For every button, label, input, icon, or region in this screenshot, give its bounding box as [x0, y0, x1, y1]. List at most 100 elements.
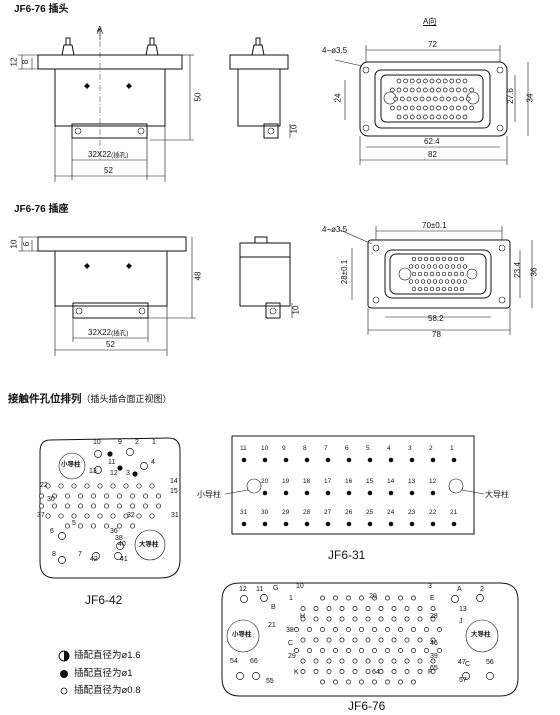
jf6-31-contact [325, 521, 331, 527]
jf6-42-pins [38, 448, 162, 564]
jf6-76-small-contact [326, 637, 332, 643]
jf6-42-large-contact [58, 532, 66, 540]
plug-face-pin [436, 114, 441, 120]
jf6-31-contact [241, 457, 247, 463]
jf6-31-contact [241, 521, 247, 527]
jf6-76-small-contact [411, 595, 416, 601]
plug-face-pin [390, 87, 395, 93]
jf6-31-pin-number: 10 [261, 445, 269, 452]
jf6-76-small-contact [313, 606, 319, 611]
jf6-76-small-contact [300, 616, 306, 622]
jf6-42-small-contact [142, 493, 149, 499]
jf6-76-pin-label: C [465, 661, 471, 668]
plug-face-pin [396, 114, 402, 120]
jf6-76-small-contact [300, 606, 306, 611]
jf6-31-pin-number: 12 [429, 478, 437, 485]
jf6-76-small-contact [398, 648, 403, 653]
socket-face-pin [426, 264, 432, 269]
jf6-42-large-contact [114, 552, 122, 560]
socket-face-pin [456, 279, 462, 284]
jf6-76-small-contact [411, 627, 416, 632]
jf6-76-small-contact [359, 679, 364, 685]
socket-face-pin [423, 286, 429, 292]
jf6-76-small-contact [391, 616, 397, 622]
jf6-76-small-contact [365, 658, 371, 664]
jf6-76-small-contact [313, 616, 319, 622]
plug-face-pin [416, 87, 422, 93]
jf6-31-contact [262, 490, 268, 496]
plug-face-pin [390, 105, 395, 111]
jf6-76-small-contact [339, 637, 345, 643]
socket-face-pin [453, 256, 459, 262]
jf6-76-large-contact [260, 594, 268, 602]
jf6-42-small-contact [129, 503, 136, 509]
plug-face-pin [465, 96, 471, 102]
plug-dim-32x22: 32X22(插孔) [88, 150, 129, 159]
jf6-31-pin-number: 5 [366, 445, 370, 452]
jf6-42-small-contact [129, 523, 136, 529]
jf6-31-pin-number: 9 [282, 445, 286, 452]
jf6-76-small-contact [417, 606, 423, 611]
jf6-76-pin-label: 57 [459, 677, 467, 684]
plug-dim-52: 52 [104, 166, 113, 175]
jf6-76-pin-label: 11 [256, 586, 264, 593]
jf6-31-contact [283, 490, 289, 496]
jf6-76-small-contact [430, 669, 436, 674]
jf6-42-small-contact [103, 493, 110, 499]
socket-dim-36: 36 [529, 267, 539, 277]
jf6-76-small-contact [365, 669, 371, 674]
socket-face-pin [438, 279, 444, 284]
jf6-76-pins [236, 594, 494, 685]
jf6-76-pin-label: 21 [268, 622, 276, 629]
jf6-42-small-contact [90, 493, 97, 499]
plug-arrow-label: A [97, 25, 103, 34]
jf6-76-small-contact [339, 669, 345, 674]
plug-face-pin [436, 78, 441, 84]
plug-dim-62-4: 62.4 [424, 137, 440, 146]
jf6-42-pin-number: 32 [127, 512, 135, 519]
jf6-31-pin-number: 18 [303, 478, 311, 485]
plug-face-pin [419, 96, 425, 102]
jf6-76-pin-label: 38 [286, 627, 294, 634]
jf6-76-large-contact [451, 595, 459, 603]
jf6-31-pin-number: 6 [345, 445, 349, 452]
jf6-42-small-contact [149, 513, 155, 519]
socket-dim-58-2: 58.2 [428, 314, 444, 323]
jf6-76-small-contact [359, 648, 364, 653]
legend-item-1: 插配直径为ø1.6 [74, 650, 141, 661]
plug-face-pin [452, 96, 458, 102]
plug-face-pin [436, 87, 441, 93]
socket-face-pin [408, 264, 414, 269]
socket-face-pins [408, 256, 468, 292]
jf6-42-small-contact [77, 523, 84, 529]
plug-dim-8: 8 [21, 59, 31, 65]
jf6-76-small-contact [346, 648, 351, 653]
jf6-42-small-contact [142, 503, 149, 509]
plug-title: JF6-76 插头 [14, 4, 69, 15]
jf6-42-small-contact [110, 483, 116, 489]
jf6-31-contact [346, 490, 352, 496]
jf6-76-small-contact [300, 669, 306, 674]
jf6-42-small-contact [38, 493, 45, 499]
jf6-31-pin-number: 14 [387, 478, 395, 485]
jf6-76-small-contact [385, 648, 390, 653]
jf6-31-contact [430, 457, 436, 463]
jf6-76-pin-label: 12 [239, 586, 247, 593]
jf6-31-pin-number: 8 [303, 445, 307, 452]
jf6-76-small-contact [378, 616, 384, 622]
jf6-76-large-contact [240, 595, 248, 603]
jf6-31-pin-number: 23 [408, 509, 416, 516]
socket-face-pin [408, 279, 414, 284]
jf6-42-small-contact [103, 523, 110, 529]
jf6-42-small-contact [38, 503, 45, 509]
jf6-76-small-contact [320, 627, 325, 632]
jf6-42-small-contact [149, 483, 155, 489]
plug-face-pin [442, 114, 448, 120]
plug-face-pin [456, 114, 461, 120]
socket-face-pin [459, 286, 465, 292]
plug-face-pin [462, 87, 468, 93]
jf6-76-small-contact [430, 637, 436, 643]
jf6-76-pin-label: 47 [458, 659, 466, 666]
plug-face-pin [456, 87, 461, 93]
